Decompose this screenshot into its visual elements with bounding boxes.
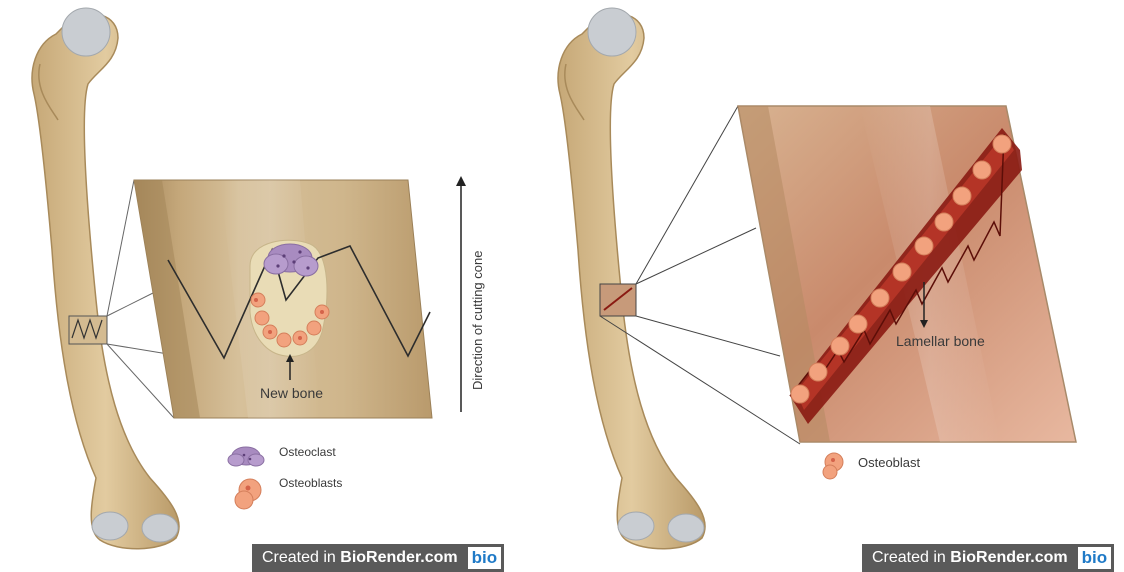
left-legend: Osteoclast Osteoblasts: [228, 445, 342, 509]
bio-logo-icon: bio: [468, 547, 502, 569]
new-bone-label: New bone: [260, 385, 323, 401]
right-legend: Osteoblast: [823, 453, 921, 479]
lamellar-label: Lamellar bone: [896, 333, 985, 349]
direction-arrowhead: [456, 176, 466, 186]
osteoclast-icon: [228, 447, 264, 466]
osteoblast-icon: [823, 453, 843, 479]
biorender-watermark-right: Created in BioRender.com bio: [862, 544, 1114, 572]
osteoblast-legend-label: Osteoblast: [858, 455, 921, 470]
osteoblast-icon: [235, 479, 261, 509]
bio-logo-icon: bio: [1078, 547, 1112, 569]
osteoclast-legend-label: Osteoclast: [279, 445, 336, 459]
biorender-brand: BioRender.com: [950, 549, 1067, 566]
biorender-watermark-left: Created in BioRender.com bio: [252, 544, 504, 572]
left-zoom-panel: [134, 180, 432, 418]
right-femur: [558, 8, 705, 549]
biorender-brand: BioRender.com: [340, 549, 457, 566]
direction-label: Direction of cutting cone: [470, 251, 485, 390]
osteoblasts-legend-label: Osteoblasts: [279, 476, 342, 490]
